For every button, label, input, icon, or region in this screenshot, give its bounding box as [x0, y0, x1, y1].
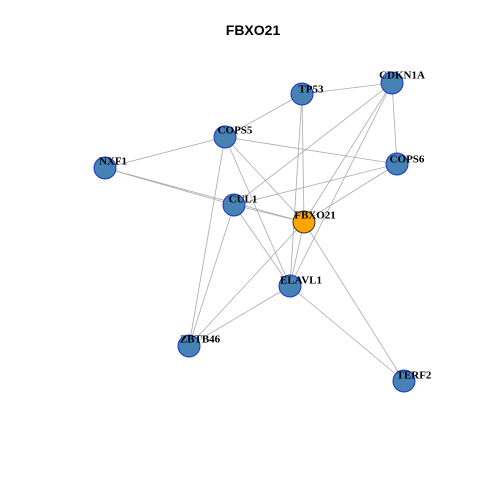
node-label-cops6: COPS6: [390, 154, 425, 166]
node-circle-cul1: [222, 193, 246, 217]
edge-tp53-cops5: [224, 93, 303, 138]
node-circle-elavl1: [278, 274, 302, 298]
edge-cdkn1a-elavl1: [289, 82, 393, 287]
diagram-title: FBXO21: [226, 22, 281, 38]
node-circle-nxf1: [93, 156, 117, 180]
node-cops5: COPS5: [213, 125, 253, 149]
node-circle-cdkn1a: [380, 71, 404, 95]
edge-cdkn1a-fbxo21: [303, 82, 393, 223]
node-circle-zbtb46: [177, 334, 201, 358]
edge-fbxo21-terf2: [303, 221, 405, 382]
edge-cops5-cops6: [224, 136, 398, 165]
node-terf2: TERF2: [392, 369, 432, 393]
node-label-cul1: CUL1: [229, 194, 258, 206]
edge-cops5-zbtb46: [188, 136, 226, 347]
edge-elavl1-terf2: [289, 285, 405, 382]
edge-tp53-cdkn1a: [301, 82, 393, 95]
edge-cul1-zbtb46: [188, 204, 235, 347]
edge-nxf1-fbxo21: [104, 167, 305, 223]
edge-elavl1-zbtb46: [188, 285, 291, 347]
edge-cops5-elavl1: [224, 136, 291, 287]
node-label-tp53: TP53: [298, 84, 324, 96]
node-elavl1: ELAVL1: [278, 274, 322, 298]
node-circle-cops6: [385, 152, 409, 176]
node-cops6: COPS6: [385, 152, 425, 176]
edge-tp53-fbxo21: [301, 93, 305, 223]
node-fbxo21: FBXO21: [292, 210, 336, 234]
node-label-zbtb46: ZBTB46: [180, 334, 221, 346]
edge-tp53-elavl1: [289, 93, 303, 287]
node-circle-fbxo21: [292, 210, 316, 234]
node-label-fbxo21: FBXO21: [294, 210, 336, 222]
node-label-cdkn1a: CDKN1A: [379, 70, 425, 82]
node-circle-cops5: [213, 125, 237, 149]
edge-cops6-cul1: [233, 163, 398, 206]
edge-cops6-fbxo21: [303, 163, 398, 223]
node-tp53: TP53: [290, 82, 324, 106]
edge-layer: [104, 82, 405, 382]
node-circle-terf2: [392, 369, 416, 393]
node-label-cops5: COPS5: [218, 125, 253, 137]
node-circle-tp53: [290, 82, 314, 106]
node-label-elavl1: ELAVL1: [280, 275, 322, 287]
edge-cops5-nxf1: [104, 136, 226, 169]
edge-cops5-fbxo21: [224, 136, 305, 223]
node-cul1: CUL1: [222, 193, 258, 217]
node-label-terf2: TERF2: [397, 370, 432, 382]
node-nxf1: NXF1: [93, 156, 127, 180]
edge-cul1-elavl1: [233, 204, 291, 287]
edge-cdkn1a-cul1: [233, 82, 393, 206]
node-cdkn1a: CDKN1A: [379, 70, 425, 95]
edge-cdkn1a-cops6: [391, 82, 398, 165]
node-zbtb46: ZBTB46: [177, 334, 221, 358]
node-label-nxf1: NXF1: [99, 156, 127, 168]
edge-fbxo21-zbtb46: [188, 221, 305, 347]
edge-cul1-fbxo21: [233, 204, 305, 223]
